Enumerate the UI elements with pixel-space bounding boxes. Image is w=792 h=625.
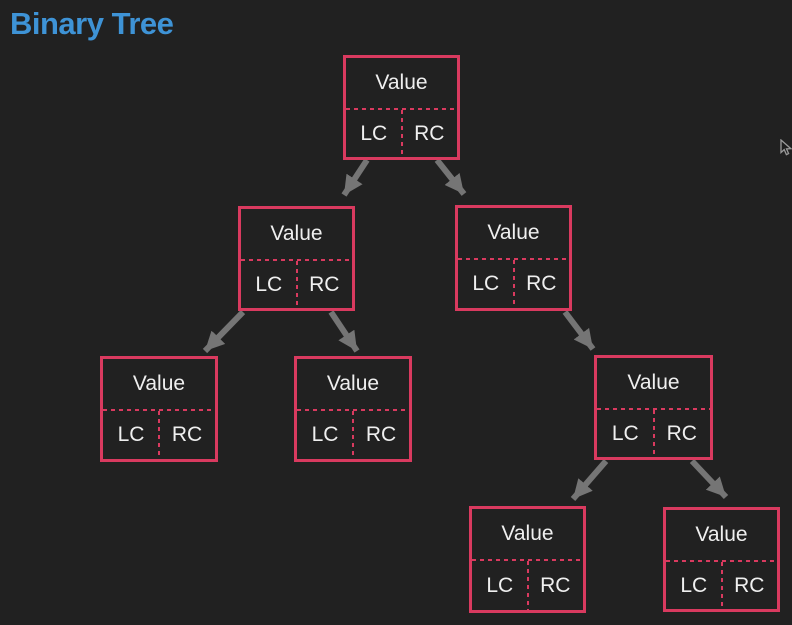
node-vertical-divider: [652, 410, 655, 457]
tree-node-root: Value LC RC: [343, 55, 460, 160]
node-horizontal-divider: [472, 559, 583, 561]
node-horizontal-divider: [297, 409, 409, 411]
node-left-child-cell: LC: [472, 272, 500, 295]
node-vertical-divider: [512, 260, 515, 308]
tree-node-left: Value LC RC: [238, 206, 355, 311]
node-vertical-divider: [352, 411, 354, 459]
node-horizontal-divider: [103, 409, 215, 411]
node-value-label: Value: [375, 71, 428, 94]
node-children-row: LC RC: [241, 261, 352, 308]
node-value-label: Value: [487, 221, 540, 244]
node-vertical-divider: [295, 261, 298, 308]
tree-node-left-left: Value LC RC: [100, 356, 218, 462]
node-right-child-cell: RC: [734, 573, 765, 597]
node-horizontal-divider: [597, 408, 710, 410]
node-value-label: Value: [270, 222, 323, 245]
node-value-label: Value: [627, 371, 680, 394]
node-children-row: LC RC: [458, 260, 569, 308]
node-value-label: Value: [695, 523, 748, 546]
node-horizontal-divider: [458, 258, 569, 260]
node-children-row: LC RC: [666, 562, 777, 609]
node-right-child-cell: RC: [540, 573, 571, 597]
node-value-label: Value: [501, 522, 554, 545]
tree-node-right: Value LC RC: [455, 205, 572, 311]
node-left-child-cell: LC: [311, 423, 339, 446]
tree-node-right-right-right: Value LC RC: [663, 507, 780, 612]
node-children-row: LC RC: [597, 410, 710, 457]
node-children-row: LC RC: [472, 561, 583, 610]
node-right-child-cell: RC: [414, 121, 445, 145]
tree-node-left-right: Value LC RC: [294, 356, 412, 462]
node-horizontal-divider: [346, 108, 457, 110]
node-right-child-cell: RC: [171, 423, 203, 446]
tree-node-right-right-left: Value LC RC: [469, 506, 586, 613]
node-horizontal-divider: [241, 259, 352, 261]
node-left-child-cell: LC: [680, 573, 708, 597]
node-left-child-cell: LC: [117, 423, 145, 446]
page-title: Binary Tree: [10, 6, 174, 41]
node-horizontal-divider: [666, 560, 777, 562]
node-value-label: Value: [326, 372, 380, 395]
node-right-child-cell: RC: [365, 423, 397, 446]
node-vertical-divider: [720, 562, 723, 609]
node-children-row: LC RC: [297, 411, 409, 459]
tree-node-right-right: Value LC RC: [594, 355, 713, 460]
node-left-child-cell: LC: [611, 421, 639, 445]
node-left-child-cell: LC: [360, 121, 388, 145]
node-value-label: Value: [132, 372, 186, 395]
node-vertical-divider: [158, 411, 160, 459]
node-right-child-cell: RC: [526, 272, 557, 295]
node-children-row: LC RC: [346, 110, 457, 157]
node-left-child-cell: LC: [255, 272, 283, 296]
node-vertical-divider: [526, 561, 529, 610]
node-right-child-cell: RC: [666, 421, 697, 445]
node-right-child-cell: RC: [309, 272, 340, 296]
node-left-child-cell: LC: [486, 573, 514, 597]
node-vertical-divider: [400, 110, 403, 157]
node-children-row: LC RC: [103, 411, 215, 459]
